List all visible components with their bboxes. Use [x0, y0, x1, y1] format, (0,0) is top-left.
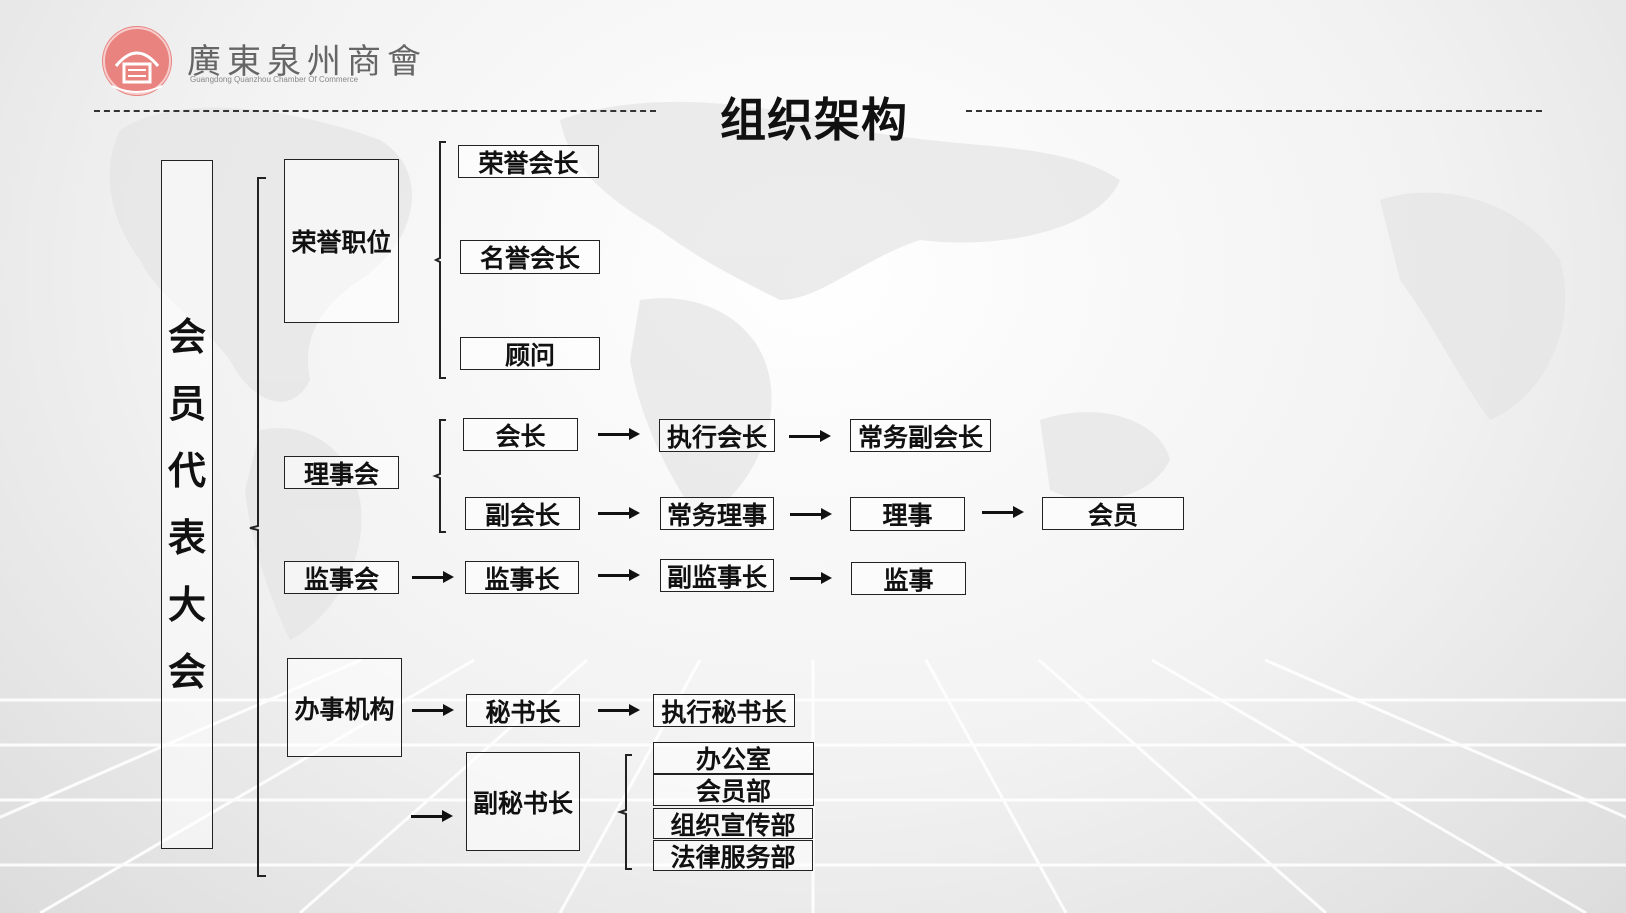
vice-president-box: 副会长 — [465, 497, 580, 530]
deputy-secretary-general-box: 副秘书长 — [466, 752, 580, 851]
deputy-chief-supervisor-box: 副监事长 — [660, 559, 774, 592]
executive-secretary-general-box: 执行秘书长 — [653, 694, 795, 727]
arrow-right-icon — [789, 430, 831, 442]
arrow-right-icon — [598, 569, 640, 581]
office-chain-label: 执行秘书长 — [661, 697, 787, 727]
honorary-president-box: 荣誉会长 — [458, 145, 599, 178]
root-char: 表 — [167, 515, 206, 560]
arrow-right-icon — [411, 810, 453, 822]
root-bracket — [249, 177, 266, 877]
honorary-chairman-box: 名誉会长 — [460, 240, 600, 274]
root-char: 大 — [167, 582, 206, 627]
standing-director-box: 常务理事 — [660, 497, 774, 530]
arrow-right-icon — [598, 704, 640, 716]
office-label: 办事机构 — [294, 694, 395, 724]
department-label: 办公室 — [695, 745, 771, 774]
executive-president-box: 执行会长 — [659, 419, 775, 452]
title-divider-right — [966, 110, 1542, 112]
department-label: 法律服务部 — [670, 842, 796, 872]
arrow-right-icon — [790, 572, 832, 584]
arrow-right-icon — [598, 428, 640, 440]
department-label: 组织宣传部 — [670, 810, 796, 840]
council-box: 理事会 — [284, 456, 399, 489]
council-row2-label: 副会长 — [484, 500, 560, 530]
council-bracket — [432, 419, 446, 533]
supervisor-box: 监事 — [851, 562, 966, 595]
council-row2-label: 会员 — [1087, 500, 1138, 530]
council-row2-label: 理事 — [882, 501, 933, 530]
supervisory-chain-label: 监事 — [883, 565, 934, 595]
supervisory-board-box: 监事会 — [284, 561, 399, 594]
membership-department-box: 会员部 — [653, 774, 814, 806]
supervisory-chain-label: 监事长 — [484, 564, 560, 594]
title-divider-left — [94, 110, 656, 112]
arrow-right-icon — [790, 508, 832, 520]
secretary-general-box: 秘书长 — [466, 694, 580, 727]
root-char: 会 — [167, 649, 206, 694]
root-char: 员 — [167, 381, 206, 426]
president-box: 会长 — [463, 418, 578, 451]
council-row1-label: 常务副会长 — [857, 422, 983, 452]
honor-label: 荣誉职位 — [291, 228, 392, 257]
arrow-right-icon — [598, 507, 640, 519]
legal-services-department-box: 法律服务部 — [653, 840, 813, 872]
honor-positions-box: 荣誉职位 — [284, 159, 399, 323]
deputy-label: 副秘书长 — [472, 788, 573, 818]
member-box: 会员 — [1042, 497, 1184, 530]
honor-item-label: 荣誉会长 — [478, 148, 579, 178]
supervisory-label: 监事会 — [303, 564, 379, 594]
council-row1-label: 会长 — [495, 421, 546, 451]
office-department-box: 办公室 — [653, 742, 814, 774]
honor-item-label: 顾问 — [504, 340, 555, 370]
office-chain-label: 秘书长 — [485, 697, 561, 727]
advisor-box: 顾问 — [460, 337, 600, 370]
council-row2-label: 常务理事 — [666, 500, 767, 530]
departments-bracket — [616, 754, 632, 870]
root-char: 代 — [167, 448, 206, 493]
standing-vice-president-box: 常务副会长 — [850, 419, 991, 452]
arrow-right-icon — [982, 506, 1024, 518]
administrative-office-box: 办事机构 — [287, 658, 402, 757]
director-box: 理事 — [850, 497, 965, 531]
chamber-logo: 廣東泉州商會 Guangdong Quanzhou Chamber Of Com… — [102, 26, 421, 96]
arrow-right-icon — [412, 704, 454, 716]
general-assembly-box: 会 员 代 表 大 会 — [161, 160, 213, 849]
council-row1-label: 执行会长 — [666, 422, 767, 452]
honor-item-label: 名誉会长 — [479, 244, 580, 273]
chamber-emblem-icon — [102, 26, 172, 96]
council-label: 理事会 — [303, 459, 379, 489]
publicity-department-box: 组织宣传部 — [653, 808, 813, 840]
page-title: 组织架构 — [720, 93, 908, 147]
arrow-right-icon — [412, 571, 454, 583]
chief-supervisor-box: 监事长 — [465, 561, 579, 594]
root-char: 会 — [167, 314, 206, 359]
logo-name-cn: 廣東泉州商會 — [187, 42, 427, 82]
honor-bracket — [433, 141, 446, 379]
supervisory-chain-label: 副监事长 — [666, 562, 767, 592]
department-label: 会员部 — [695, 777, 771, 806]
logo-name-en: Guangdong Quanzhou Chamber Of Commerce — [190, 75, 359, 84]
